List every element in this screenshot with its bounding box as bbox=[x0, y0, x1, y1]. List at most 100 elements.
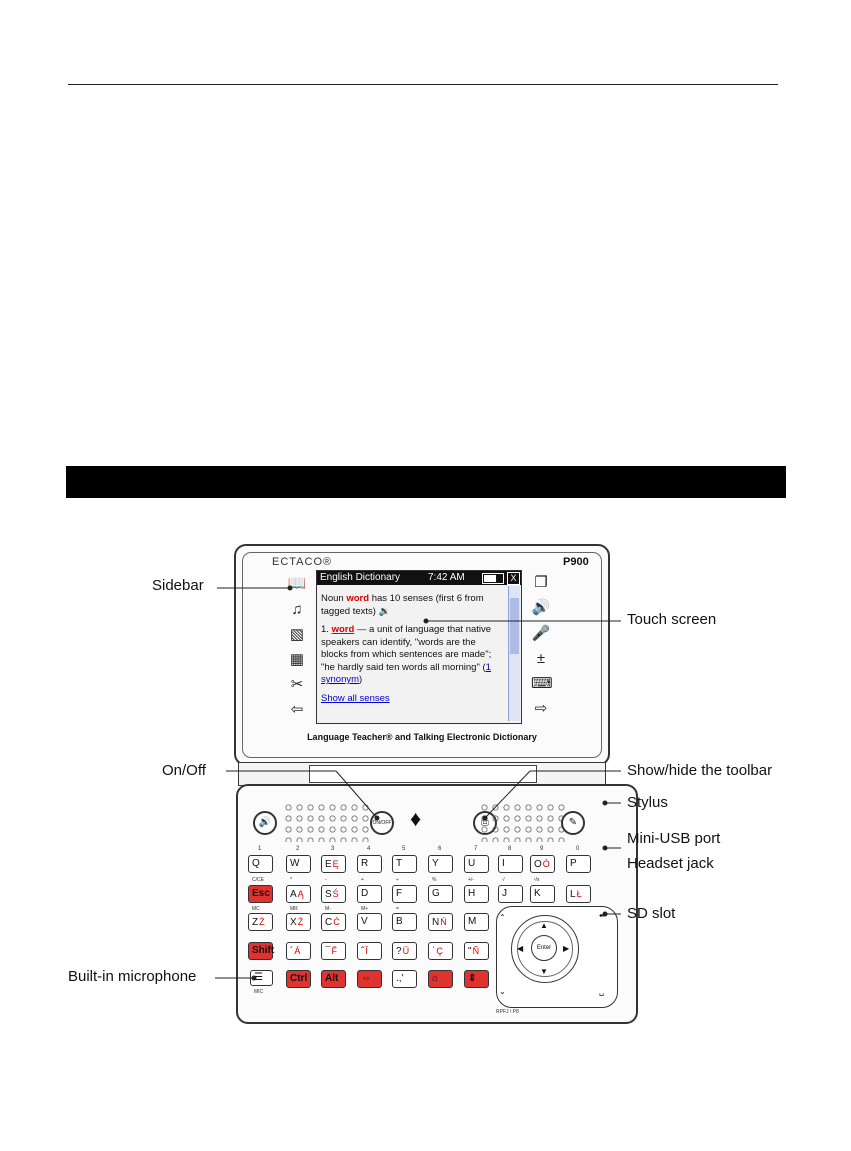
hinge bbox=[238, 762, 606, 786]
key-k[interactable]: K bbox=[530, 885, 555, 903]
stylus-button[interactable]: ✎ bbox=[561, 811, 585, 835]
page-up-icon[interactable]: ⌃ bbox=[499, 913, 506, 922]
callout-microphone: Built-in microphone bbox=[68, 968, 197, 985]
key-memory-label: MC bbox=[252, 906, 260, 912]
key-shift[interactable]: Shift bbox=[248, 942, 274, 960]
key-row5-4[interactable]: ⌂ bbox=[428, 970, 453, 988]
tools-icon[interactable]: ✂ bbox=[290, 676, 304, 693]
key-function-label: * bbox=[290, 877, 292, 883]
key-function-label: ¹/x bbox=[534, 877, 540, 883]
volume-icon[interactable]: ± bbox=[536, 650, 546, 667]
key-j[interactable]: J bbox=[498, 885, 523, 903]
speaker-icon[interactable]: 🔊 bbox=[531, 599, 551, 616]
key-row5-5[interactable]: ⇕ bbox=[464, 970, 489, 988]
key-e[interactable]: EĘ bbox=[321, 855, 346, 873]
key-function-label: - bbox=[325, 877, 327, 883]
back-arrow-icon[interactable]: ⇦ bbox=[290, 701, 304, 718]
show-all-senses-link[interactable]: Show all senses bbox=[321, 692, 390, 704]
device-tagline: Language Teacher® and Talking Electronic… bbox=[307, 732, 537, 742]
music-note-icon[interactable]: ♫ bbox=[291, 601, 303, 618]
key-[interactable]: ¯F̄ bbox=[321, 942, 346, 960]
key-f[interactable]: F bbox=[392, 885, 417, 903]
key-row5-2[interactable]: ⇔ bbox=[357, 970, 382, 988]
dpad-sub-label: RPFJ / P8 bbox=[496, 1009, 519, 1015]
forward-arrow-icon[interactable]: ⇨ bbox=[534, 700, 548, 717]
scrollbar[interactable] bbox=[508, 586, 520, 721]
key-t[interactable]: T bbox=[392, 855, 417, 873]
key-[interactable]: ˈÇ bbox=[428, 942, 453, 960]
key-[interactable]: ˆÎ bbox=[357, 942, 382, 960]
screen-title: English Dictionary bbox=[320, 572, 401, 583]
key-memory-label: M- bbox=[325, 906, 331, 912]
d-pad[interactable]: Enter ▲ ▼ ◀ ▶ ⌃ ⌄ ⬅ ␣ bbox=[496, 906, 618, 1008]
key-y[interactable]: Y bbox=[428, 855, 453, 873]
key-[interactable]: "Ñ bbox=[464, 942, 489, 960]
key-l[interactable]: LŁ bbox=[566, 885, 591, 903]
space-icon[interactable]: ␣ bbox=[599, 987, 605, 996]
section-bar bbox=[66, 466, 786, 498]
key-esc[interactable]: Esc bbox=[248, 885, 273, 903]
calculator-icon[interactable]: ▦ bbox=[289, 651, 305, 668]
speaker-grille-left bbox=[283, 802, 369, 842]
key-p[interactable]: P bbox=[566, 855, 591, 873]
key-v[interactable]: V bbox=[357, 913, 382, 931]
key-z[interactable]: ZŻ bbox=[248, 913, 273, 931]
enter-button[interactable]: Enter bbox=[531, 935, 557, 961]
header-rule bbox=[68, 84, 778, 85]
key-b[interactable]: B bbox=[392, 913, 417, 931]
screen-title-bar: English Dictionary 7:42 AM X bbox=[317, 571, 521, 585]
mic-label: MIC bbox=[254, 989, 264, 995]
key-u[interactable]: U bbox=[464, 855, 489, 873]
page-down-icon[interactable]: ⌄ bbox=[499, 987, 506, 996]
key-c[interactable]: CĆ bbox=[321, 913, 346, 931]
key-x[interactable]: XŹ bbox=[286, 913, 311, 931]
synonym-link[interactable]: 1 synonym bbox=[321, 661, 491, 686]
key-memory-label: = bbox=[396, 906, 399, 912]
right-arrow-icon[interactable]: ▶ bbox=[563, 944, 570, 953]
key-[interactable]: ´Á bbox=[286, 942, 311, 960]
callout-on-off: On/Off bbox=[162, 762, 206, 779]
key-o[interactable]: OÓ bbox=[530, 855, 555, 873]
close-icon[interactable]: X bbox=[507, 572, 520, 585]
key-h[interactable]: H bbox=[464, 885, 489, 903]
keyboard-icon[interactable]: ⌨ bbox=[531, 675, 553, 692]
battery-icon bbox=[482, 573, 504, 584]
key-function-label: +/- bbox=[468, 877, 474, 883]
key-g[interactable]: G bbox=[428, 885, 453, 903]
windows-icon[interactable]: ❐ bbox=[534, 574, 548, 591]
key-number-label: 5 bbox=[402, 846, 406, 852]
key-row5-1[interactable]: Alt bbox=[321, 970, 346, 988]
key-row5-3[interactable]: .,' bbox=[392, 970, 417, 988]
key-memory-label: MR bbox=[290, 906, 298, 912]
speaker-button-icon[interactable]: 🔊 bbox=[253, 811, 277, 835]
speaker-small-icon[interactable]: 🔉 bbox=[378, 605, 391, 617]
key-a[interactable]: AĄ bbox=[286, 885, 311, 903]
key-number-label: 7 bbox=[474, 846, 478, 852]
key-i[interactable]: I bbox=[498, 855, 523, 873]
microphone-grille: ☰ bbox=[250, 970, 273, 986]
key-n[interactable]: NŃ bbox=[428, 913, 453, 931]
key-function-label: + bbox=[361, 877, 364, 883]
key-number-label: 6 bbox=[438, 846, 442, 852]
microphone-icon[interactable]: 🎤 bbox=[531, 625, 551, 642]
key-m[interactable]: M bbox=[464, 913, 489, 931]
key-w[interactable]: W bbox=[286, 855, 311, 873]
touch-screen[interactable]: English Dictionary 7:42 AM X Noun word h… bbox=[316, 570, 522, 724]
key-r[interactable]: R bbox=[357, 855, 382, 873]
key-q[interactable]: Q bbox=[248, 855, 273, 873]
picture-book-icon[interactable]: ▧ bbox=[289, 626, 305, 643]
callout-stylus: Stylus bbox=[627, 794, 668, 811]
key-d[interactable]: D bbox=[357, 885, 382, 903]
key-[interactable]: ?Ü bbox=[392, 942, 417, 960]
up-arrow-icon[interactable]: ▲ bbox=[540, 921, 548, 930]
definition-word[interactable]: word bbox=[331, 624, 355, 635]
backspace-icon[interactable]: ⬅ bbox=[599, 911, 606, 920]
key-s[interactable]: SŚ bbox=[321, 885, 346, 903]
key-row5-0[interactable]: Ctrl bbox=[286, 970, 311, 988]
key-number-label: 1 bbox=[258, 846, 262, 852]
device-brand: ECTACO® bbox=[272, 556, 333, 568]
left-arrow-icon[interactable]: ◀ bbox=[517, 944, 524, 953]
down-arrow-icon[interactable]: ▼ bbox=[540, 967, 548, 976]
key-number-label: 4 bbox=[367, 846, 371, 852]
